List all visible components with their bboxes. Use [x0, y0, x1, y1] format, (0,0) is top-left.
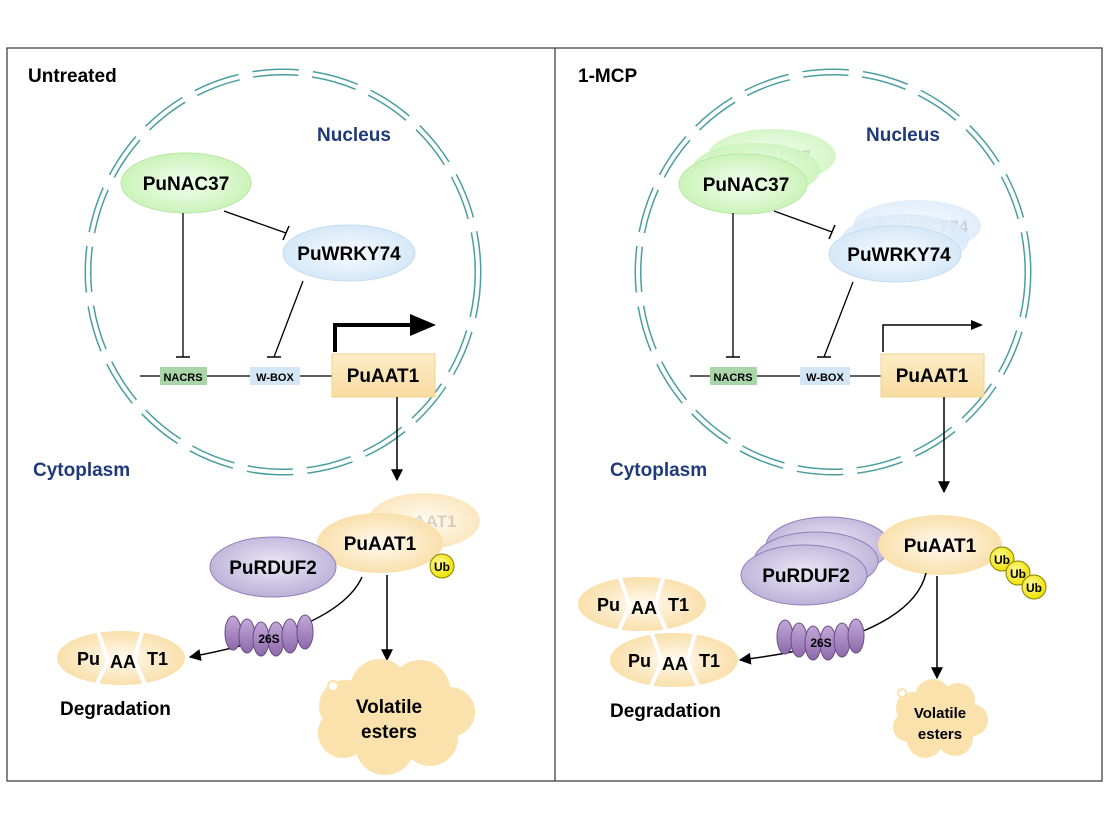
puaat1-gene-label: PuAAT1 — [896, 366, 969, 387]
fragment-right-text: T1 — [699, 651, 720, 671]
volatile-esters-cloud — [893, 679, 988, 758]
punac37-label: PuNAC37 — [703, 175, 790, 196]
puwrky74-label: PuWRKY74 — [297, 244, 401, 265]
wrky-to-wbox-repression — [823, 281, 854, 358]
degraded-puaat1-top — [578, 577, 706, 633]
ubiquitin-label-3: Ub — [1026, 581, 1042, 595]
nac-to-wrky-bar — [828, 224, 836, 240]
volatile-line1: Volatile — [914, 705, 966, 722]
purduf2-label: PuRDUF2 — [229, 558, 317, 579]
fragment-mid-text: AA — [631, 598, 657, 618]
volatile-line1: Volatile — [356, 697, 422, 718]
fragment-right-text: T1 — [668, 595, 689, 615]
degradation-label: Degradation — [60, 699, 171, 720]
degraded-puaat1-bottom — [610, 633, 738, 689]
strong-transcription-arrow — [333, 323, 412, 352]
nac-to-wrky-bar — [282, 225, 290, 241]
degraded-puaat1 — [57, 631, 185, 687]
volatile-line2: esters — [918, 726, 962, 743]
fragment-mid-text: AA — [662, 654, 688, 674]
wrky-to-wbox-repression — [273, 280, 304, 358]
nucleus-label: Nucleus — [866, 125, 940, 146]
ubiquitin-icon-3 — [1021, 574, 1047, 600]
wbox-element — [800, 367, 850, 385]
ubiquitin-icon-2 — [1005, 560, 1031, 586]
fragment-left-text: Pu — [77, 649, 100, 669]
puaat1-gene-label: PuAAT1 — [347, 366, 420, 387]
puaat1-protein-label: PuAAT1 — [344, 534, 417, 555]
fragment-left-text: Pu — [597, 595, 620, 615]
nacrs-element — [710, 367, 757, 385]
punac37-protein — [678, 153, 808, 215]
ubiquitin-label-1: Ub — [994, 553, 1010, 567]
puaat1-protein — [317, 513, 443, 573]
strong-transcription-arrowhead — [410, 314, 436, 336]
puwrky74-protein — [828, 225, 962, 283]
panel-1mcp: 1-MCP Nucleus Cytoplasm PuNAC37 PuNAC37 … — [578, 66, 1047, 758]
volatile-line2: esters — [361, 722, 417, 743]
ubiquitin-label: Ub — [434, 560, 450, 574]
degradation-arrow — [738, 572, 927, 665]
proteasome-label: 26S — [258, 632, 279, 646]
nac-to-wrky-repression — [773, 210, 833, 233]
wbox-label: W-BOX — [806, 372, 844, 384]
puaat1-gene — [880, 353, 985, 398]
nacrs-element — [160, 367, 207, 385]
cytoplasm-label: Cytoplasm — [610, 460, 707, 481]
fragment-mid-text: AA — [110, 652, 136, 672]
nucleus-label: Nucleus — [317, 125, 391, 146]
proteasome-26s-icon — [224, 614, 314, 657]
cytoplasm-label: Cytoplasm — [33, 460, 130, 481]
puaat1-gene — [331, 353, 436, 398]
nacrs-label: NACRS — [713, 372, 752, 384]
fragment-right-text: T1 — [147, 649, 168, 669]
puaat1-protein-label: PuAAT1 — [904, 536, 977, 557]
panel-title: Untreated — [28, 66, 117, 87]
nac-to-wrky-repression — [223, 210, 287, 234]
puwrky74-protein — [282, 224, 416, 282]
weak-transcription-arrowhead — [971, 320, 983, 330]
puaat1-protein — [878, 515, 1002, 575]
purduf2-protein — [740, 544, 868, 606]
weak-transcription-arrow — [882, 324, 975, 352]
purduf2-label: PuRDUF2 — [762, 566, 850, 587]
ubiquitin-icon-1 — [989, 546, 1015, 572]
punac37-protein — [120, 152, 252, 214]
wbox-label: W-BOX — [256, 372, 294, 384]
ubiquitin-label-2: Ub — [1010, 567, 1026, 581]
nucleus-membrane-inner — [86, 70, 480, 474]
nucleus-membrane-inner — [636, 70, 1030, 474]
proteasome-label: 26S — [810, 636, 831, 650]
ubiquitin-icon — [429, 553, 455, 579]
degradation-label: Degradation — [610, 701, 721, 722]
puwrky74-label: PuWRKY74 — [847, 245, 951, 266]
volatile-esters-cloud — [318, 659, 475, 775]
panel-title: 1-MCP — [578, 66, 637, 87]
panel-untreated: Untreated Nucleus Cytoplasm PuNAC37 PuWR… — [28, 66, 482, 775]
proteasome-26s-icon — [776, 618, 865, 661]
purduf2-protein — [209, 536, 337, 598]
wbox-element — [250, 367, 300, 385]
fragment-left-text: Pu — [628, 651, 651, 671]
punac37-label: PuNAC37 — [143, 174, 230, 195]
nacrs-label: NACRS — [163, 372, 202, 384]
